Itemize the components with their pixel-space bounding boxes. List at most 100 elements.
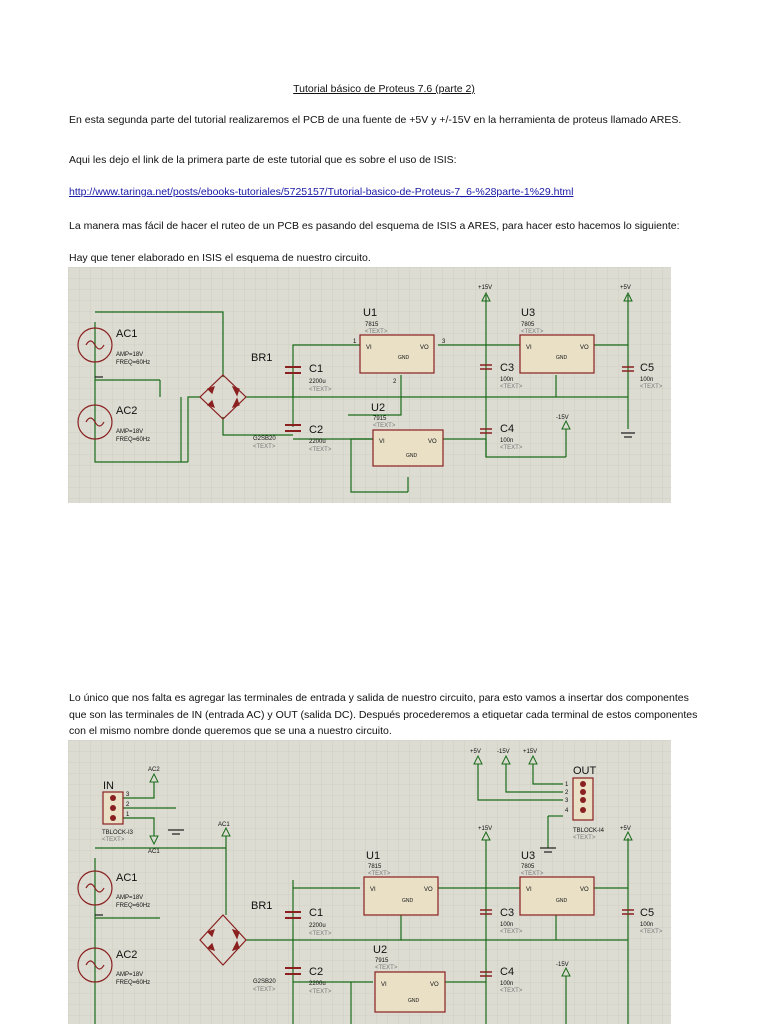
ac-source-2	[77, 404, 113, 440]
label-u2-part: 7915	[375, 958, 389, 964]
label-in-pin1: 1	[126, 812, 130, 818]
paragraph-intro: En esta segunda parte del tutorial reali…	[69, 114, 682, 126]
label-plus5v: +5V	[620, 285, 631, 291]
label-u2-text: <TEXT>	[375, 965, 398, 971]
label-c2-text: <TEXT>	[309, 989, 332, 995]
label-u3-vo: VO	[580, 887, 589, 893]
ac-source-1	[77, 870, 113, 906]
label-c1-text: <TEXT>	[309, 931, 332, 937]
regulator-u2	[372, 429, 444, 467]
isis-schematic-2: IN TBLOCK-I3 <TEXT> 3 2 1 AC2 AC1 AC1 OU…	[68, 740, 671, 1024]
label-ac2-amp: AMP=18V	[116, 429, 143, 435]
in-terminal-block	[102, 791, 124, 825]
regulator-u1	[363, 876, 439, 916]
label-ac2: AC2	[116, 949, 137, 961]
label-u1-vi: VI	[366, 345, 372, 351]
power-terminal-icons	[481, 291, 633, 430]
document-title: Tutorial básico de Proteus 7.6 (parte 2)	[293, 83, 475, 95]
label-u2-gnd: GND	[408, 998, 420, 1004]
label-u1-vo: VO	[424, 887, 433, 893]
label-u1-part: 7815	[365, 322, 379, 328]
paragraph-link-intro: Aqui les dejo el link de la primera part…	[69, 154, 457, 166]
label-tag-ac2: AC2	[148, 767, 160, 773]
label-bridge-text: <TEXT>	[253, 444, 276, 450]
label-c4-text: <TEXT>	[500, 445, 523, 451]
capacitor-c4	[480, 971, 492, 977]
label-u3-vo: VO	[580, 345, 589, 351]
label-c5-text: <TEXT>	[640, 384, 663, 390]
label-u2-vi: VI	[379, 439, 385, 445]
label-c4: C4	[500, 423, 514, 435]
label-u1: U1	[366, 850, 380, 862]
label-pin-1: 1	[353, 339, 357, 345]
label-u3-part: 7805	[521, 864, 535, 870]
label-u2-text: <TEXT>	[373, 423, 396, 429]
label-c3-val: 100n	[500, 377, 513, 383]
capacitor-c3	[480, 909, 492, 915]
label-out-part: TBLOCK-I4	[573, 828, 605, 834]
capacitor-c4	[480, 428, 492, 434]
capacitor-c5	[622, 909, 634, 915]
isis-schematic-1: AC1 AMP=18V FREQ=60Hz AC2 AMP=18V FREQ=6…	[68, 267, 671, 503]
label-u1: U1	[363, 307, 377, 319]
label-in-text: <TEXT>	[102, 837, 125, 843]
label-in-part: TBLOCK-I3	[102, 830, 134, 836]
label-pin-2: 2	[393, 379, 397, 385]
label-ac1-freq: FREQ=60Hz	[116, 360, 150, 366]
label-out-text: <TEXT>	[573, 835, 596, 841]
label-br1: BR1	[251, 352, 272, 364]
paragraph-terminals-1: Lo único que nos falta es agregar las te…	[69, 692, 689, 704]
label-pin-3: 3	[442, 339, 446, 345]
label-c4-val: 100n	[500, 981, 513, 987]
label-ac1: AC1	[116, 328, 137, 340]
label-out-pin3: 3	[565, 798, 569, 804]
label-c2-val: 2200u	[309, 981, 326, 987]
label-c4-val: 100n	[500, 438, 513, 444]
label-c3-val: 100n	[500, 922, 513, 928]
label-u2-part: 7915	[373, 416, 387, 422]
label-u1-text: <TEXT>	[368, 871, 391, 877]
label-in-pin2: 2	[126, 802, 130, 808]
capacitor-c1	[285, 911, 301, 919]
label-c4: C4	[500, 966, 514, 978]
label-u1-gnd: GND	[402, 898, 414, 904]
label-c1: C1	[309, 907, 323, 919]
label-c5-text: <TEXT>	[640, 929, 663, 935]
label-u3-gnd: GND	[556, 898, 568, 904]
label-c5-val: 100n	[640, 922, 653, 928]
label-minus15v: -15V	[556, 962, 569, 968]
label-c5: C5	[640, 362, 654, 374]
terminal-tag-icons	[149, 754, 633, 977]
label-ac1-amp: AMP=18V	[116, 895, 143, 901]
label-plus15v: +15V	[478, 285, 492, 291]
label-u2: U2	[373, 944, 387, 956]
label-c3-text: <TEXT>	[500, 384, 523, 390]
ac-source-1	[77, 327, 113, 363]
label-in-pin3: 3	[126, 792, 130, 798]
label-ac1-freq: FREQ=60Hz	[116, 903, 150, 909]
label-bridge-part: G2SB20	[253, 436, 276, 442]
label-bridge-part: G2SB20	[253, 979, 276, 985]
label-ac2-freq: FREQ=60Hz	[116, 437, 150, 443]
tutorial-link[interactable]: http://www.taringa.net/posts/ebooks-tuto…	[69, 186, 574, 198]
label-u3-text: <TEXT>	[521, 871, 544, 877]
label-c1: C1	[309, 363, 323, 375]
capacitor-c2	[285, 967, 301, 975]
label-c5: C5	[640, 907, 654, 919]
label-c5-val: 100n	[640, 377, 653, 383]
label-c2: C2	[309, 424, 323, 436]
label-u2-vo: VO	[430, 982, 439, 988]
label-bridge-text: <TEXT>	[253, 987, 276, 993]
label-plus5v: +5V	[620, 826, 631, 832]
paragraph-terminals-3: con el mismo nombre donde queremos que s…	[69, 725, 392, 737]
label-u3-part: 7805	[521, 322, 535, 328]
label-c2-text: <TEXT>	[309, 447, 332, 453]
label-u3: U3	[521, 850, 535, 862]
label-c2-val: 2200u	[309, 439, 326, 445]
label-u2-vo: VO	[428, 439, 437, 445]
ac-source-2	[77, 947, 113, 983]
label-ac2-amp: AMP=18V	[116, 972, 143, 978]
regulator-u1	[359, 334, 435, 374]
label-u2: U2	[371, 402, 385, 414]
label-u1-part: 7815	[368, 864, 382, 870]
